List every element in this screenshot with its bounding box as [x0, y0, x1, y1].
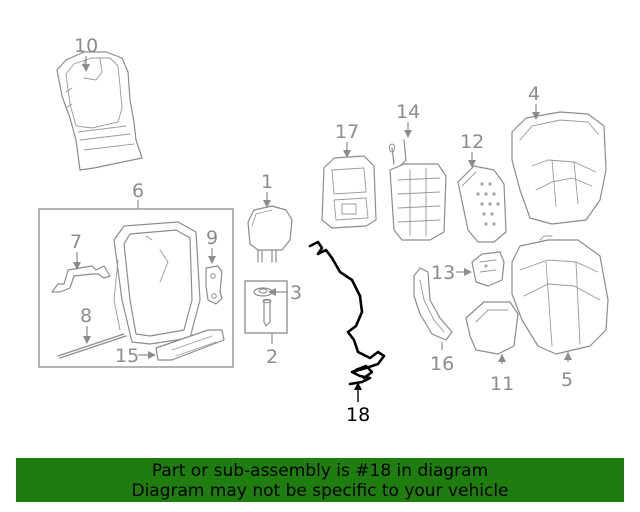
svg-text:16: 16: [430, 353, 454, 375]
callout-13: 13: [431, 262, 472, 284]
svg-text:4: 4: [528, 83, 540, 105]
part-10-rear-panel: [56, 51, 143, 171]
svg-text:14: 14: [396, 101, 420, 123]
banner-line-2: Diagram may not be specific to your vehi…: [131, 481, 509, 501]
callout-14: 14: [396, 101, 420, 138]
callout-2: 2: [266, 333, 278, 368]
svg-text:5: 5: [561, 369, 573, 391]
callout-3: 3: [268, 282, 302, 304]
callout-18: 18: [346, 382, 370, 426]
part-11-pad: [465, 301, 519, 355]
callout-6: 6: [132, 180, 144, 209]
part-13-bracket: [471, 251, 505, 287]
svg-text:8: 8: [80, 305, 92, 327]
callout-4: 4: [528, 83, 540, 120]
svg-text:18: 18: [346, 404, 370, 426]
callout-8: 8: [80, 305, 92, 344]
part-16-side-trim: [413, 267, 453, 341]
part-1-headrest: [247, 205, 293, 263]
callout-17: 17: [335, 121, 359, 158]
svg-text:2: 2: [266, 346, 278, 368]
svg-text:15: 15: [115, 345, 139, 367]
callout-7: 7: [70, 231, 82, 270]
part-5-cushion-cover: [511, 235, 609, 355]
svg-text:3: 3: [290, 282, 302, 304]
part-17-module: [321, 155, 377, 229]
callout-15: 15: [115, 345, 156, 367]
parts-diagram: 10 6 7 8 9: [38, 35, 609, 426]
svg-text:10: 10: [74, 35, 98, 57]
banner-line-1: Part or sub-assembly is #18 in diagram: [151, 461, 489, 481]
callout-16: 16: [430, 342, 454, 375]
part-4-back-cover: [511, 111, 607, 225]
svg-text:17: 17: [335, 121, 359, 143]
part-14-switch-assembly: [389, 139, 447, 241]
svg-text:1: 1: [261, 171, 273, 193]
part-12-support-panel: [457, 165, 507, 243]
svg-text:11: 11: [490, 373, 514, 395]
callout-9: 9: [206, 227, 218, 264]
callout-12: 12: [460, 131, 484, 168]
svg-text:6: 6: [132, 180, 144, 202]
info-banner: Part or sub-assembly is #18 in diagram D…: [16, 458, 624, 502]
callout-1: 1: [261, 171, 273, 208]
svg-text:7: 7: [70, 231, 82, 253]
svg-text:9: 9: [206, 227, 218, 249]
svg-text:12: 12: [460, 131, 484, 153]
callout-5: 5: [561, 352, 573, 391]
part-18-wiring-harness: [308, 240, 386, 386]
part-6-frame-assembly: [38, 208, 234, 368]
callout-11: 11: [490, 354, 514, 395]
svg-text:13: 13: [431, 262, 455, 284]
part-2-guide-kit: [244, 280, 288, 334]
callout-10: 10: [74, 35, 98, 72]
